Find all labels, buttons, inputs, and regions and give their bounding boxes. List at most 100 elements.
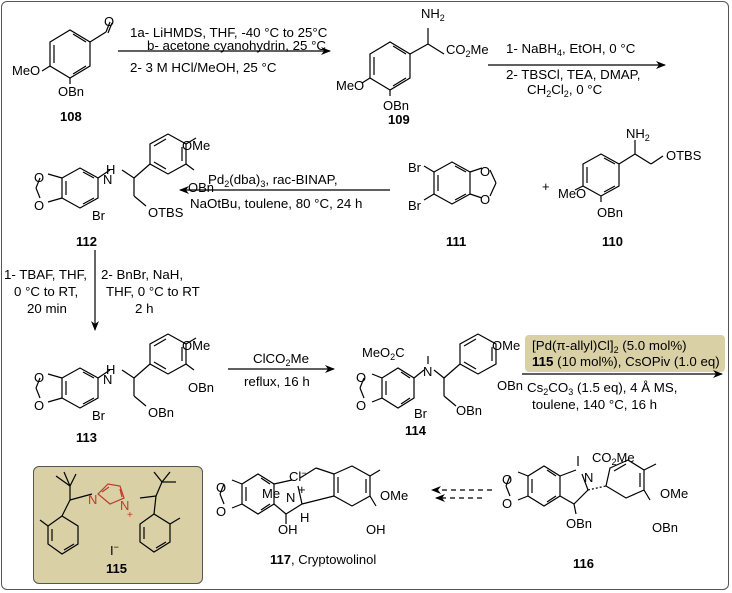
atom-o2-116: O: [502, 496, 513, 511]
step6-line1: [Pd(π-allyl)Cl]2 (5.0 mol%): [532, 338, 687, 355]
atom-ome-116: OMe: [660, 486, 689, 501]
step2-line1: 1- NaBH4, EtOH, 0 °C: [506, 41, 636, 58]
atom-oh1-117: OH: [278, 522, 298, 537]
step1-line1: 1a- LiHMDS, THF, -40 °C to 25°C: [130, 25, 328, 40]
atom-o1-112: O: [34, 170, 45, 185]
structure-114: [359, 333, 497, 409]
atom-n-117: N: [286, 490, 296, 505]
compound-label-115: 115: [106, 561, 127, 576]
compound-label-108: 108: [60, 109, 82, 124]
atom-nh2-110: NH2: [626, 126, 650, 143]
step5-line2: reflux, 16 h: [244, 374, 310, 389]
atom-me-117: Me: [262, 486, 281, 501]
atom-obn2-114: OBn: [456, 403, 483, 418]
atom-n-114: N: [423, 364, 433, 379]
step4-col2-line2: THF, 0 °C to RT: [106, 284, 200, 299]
compound-label-113: 113: [76, 430, 97, 445]
atom-nh-112: H: [106, 162, 116, 177]
structure-108: [41, 21, 113, 84]
compound-label-111: 111: [446, 234, 467, 249]
atom-nplus-115: +: [127, 510, 133, 521]
atom-n-112: N: [103, 172, 113, 187]
atom-meo-110: MeO: [558, 186, 587, 201]
step2-line2: 2- TBSCl, TEA, DMAP,: [506, 67, 641, 82]
atom-ome-112: OMe: [182, 138, 211, 153]
atom-n-116: N: [584, 470, 594, 485]
atom-nplus-117: +: [298, 482, 306, 497]
step6-line2: 115 (10 mol%), CsOPiv (1.0 eq): [532, 354, 720, 369]
atom-br-112: Br: [92, 208, 105, 223]
atom-o-108: O: [104, 14, 115, 29]
atom-br1-111: Br: [408, 160, 421, 175]
step4-col2-line1: 2- BnBr, NaH,: [101, 267, 184, 282]
atom-o2-113: O: [34, 398, 45, 413]
atom-o2-112: O: [34, 198, 45, 213]
step4-col1-line3: 20 min: [27, 301, 67, 316]
atom-o1-116: O: [502, 472, 513, 487]
compound-label-116: 116: [573, 556, 594, 571]
atom-meo-109: MeO: [336, 78, 365, 93]
atom-o1-111: O: [480, 164, 491, 179]
plus-sign: +: [542, 179, 550, 194]
structure-115: [39, 471, 181, 555]
structure-110: [574, 140, 664, 202]
atom-ome-113: OMe: [182, 338, 211, 353]
atom-meo2c-114: MeO2C: [362, 345, 405, 362]
atom-n2-115: N: [120, 498, 130, 513]
atom-obn-108: OBn: [58, 84, 85, 99]
step1-line3: 2- 3 M HCl/MeOH, 25 °C: [130, 60, 277, 75]
atom-o1-113: O: [34, 370, 45, 385]
atom-co2me-109: CO2Me: [446, 42, 489, 59]
step2-line3: CH2Cl2, 0 °C: [527, 82, 603, 99]
atom-iodide-115: I−: [110, 542, 119, 558]
compound-label-112: 112: [76, 234, 97, 249]
atom-otbs-110: OTBS: [666, 148, 702, 163]
atom-nh-113: H: [106, 362, 116, 377]
compound-label-110: 110: [602, 234, 623, 249]
atom-o2-117: O: [216, 504, 227, 519]
compound-label-114: 114: [405, 423, 426, 438]
compound-label-117: 117, Cryptowolinol: [270, 552, 377, 567]
atom-oh2-117: OH: [366, 522, 386, 537]
step4-col1-line2: 0 °C to RT,: [14, 284, 79, 299]
atom-br2-111: Br: [408, 198, 421, 213]
atom-o1-117: O: [216, 480, 227, 495]
atom-obn-114: OBn: [497, 378, 524, 393]
atom-br-113: Br: [92, 408, 105, 423]
step6-line3: Cs2CO3 (1.5 eq), 4 Å MS,: [527, 380, 678, 397]
atom-h-117: H: [300, 510, 310, 525]
step3-line2: NaOtBu, toulene, 80 °C, 24 h: [190, 196, 363, 211]
atom-ome-114: OMe: [492, 338, 521, 353]
structure-109: [361, 28, 445, 96]
step4-col2-line3: 2 h: [135, 301, 154, 316]
atom-n1-115: N: [88, 492, 98, 507]
atom-o1-114: O: [356, 370, 367, 385]
atom-ome-117: OMe: [380, 488, 409, 503]
structure-113: [35, 333, 197, 409]
atom-obn-116: OBn: [652, 520, 679, 535]
step3-line1: Pd2(dba)3, rac-BINAP,: [208, 172, 338, 189]
compound-label-109: 109: [388, 112, 410, 127]
atom-obn-110: OBn: [597, 205, 624, 220]
atom-meo-108: MeO: [12, 63, 41, 78]
step6-line4: toulene, 140 °C, 16 h: [532, 397, 658, 412]
atom-nh2-109: NH2: [421, 6, 445, 23]
step4-col1-line1: 1- TBAF, THF,: [4, 267, 88, 282]
atom-cl-117: Cl−: [289, 468, 307, 484]
atom-br-114: Br: [414, 406, 427, 421]
step5-line1: ClCO2Me: [253, 351, 310, 368]
structure-117: [219, 465, 381, 524]
atom-o2-114: O: [356, 398, 367, 413]
atom-obn-109: OBn: [383, 98, 410, 113]
atom-obn-112: OBn: [188, 180, 215, 195]
step1-line2: b- acetone cyanohydrin, 25 °C: [147, 38, 327, 53]
atom-co2me-116: CO2Me: [592, 450, 635, 467]
structure-116: [505, 456, 657, 515]
structure-111: [423, 161, 497, 205]
atom-obn-113: OBn: [188, 380, 215, 395]
atom-o2-111: O: [480, 192, 491, 207]
structure-112: [35, 133, 197, 209]
atom-otbs-112: OTBS: [148, 205, 184, 220]
